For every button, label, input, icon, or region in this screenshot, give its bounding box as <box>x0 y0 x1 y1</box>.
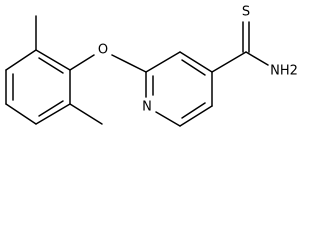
pyridine-double-bond <box>181 59 206 76</box>
thioamide-carbon-bond <box>211 51 247 73</box>
amine-group-label: NH2 <box>270 64 298 79</box>
molecule-structure: O N S NH2 <box>5 5 298 127</box>
benzene-bond <box>35 103 71 125</box>
benzene-ring <box>5 49 71 125</box>
pyridine-bond <box>179 105 213 127</box>
sulfur-atom-label: S <box>242 5 250 20</box>
methyl-bond-bottom <box>69 103 103 125</box>
benzene-bond <box>5 49 37 71</box>
benzene-double-bond <box>38 57 64 74</box>
benzene-double-bond <box>38 100 64 117</box>
pyridine-double-bond <box>181 102 206 119</box>
oxygen-pyridine-bond <box>111 54 147 73</box>
benzene-bond <box>5 103 37 125</box>
pyridine-bond <box>155 111 181 127</box>
pyridine-bond <box>145 51 181 73</box>
benzene-bond <box>35 49 71 71</box>
nitrogen-atom-label: N <box>142 100 152 115</box>
carbon-amine-bond <box>245 51 269 66</box>
pyridine-ring <box>145 51 213 127</box>
pyridine-bond <box>179 51 213 73</box>
oxygen-atom-label: O <box>98 43 108 58</box>
aryl-oxygen-bond <box>69 54 95 71</box>
